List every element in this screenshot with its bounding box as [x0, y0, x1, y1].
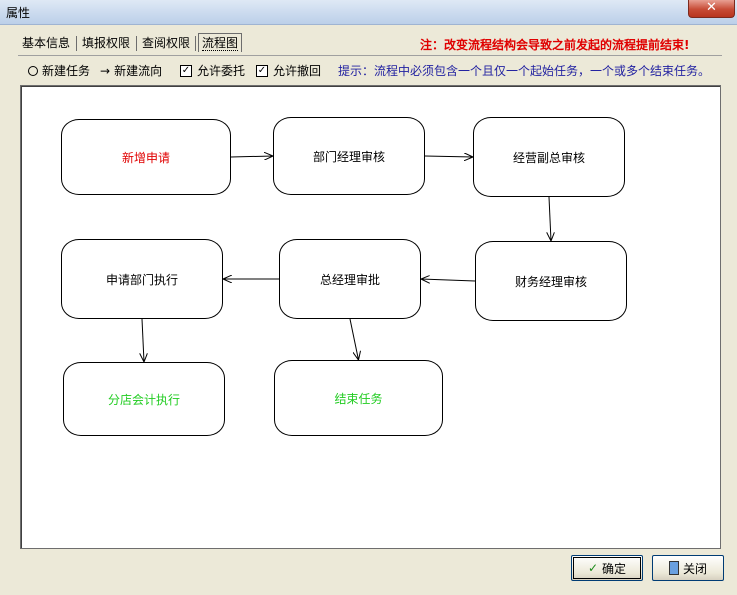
- warning-text: 注：改变流程结构会导致之前发起的流程提前结束!: [420, 38, 690, 52]
- new-task-tool[interactable]: 新建任务: [28, 62, 90, 80]
- flow-node-label: 总经理审批: [319, 272, 380, 287]
- close-icon: ✕: [706, 0, 717, 15]
- flow-node-end-task[interactable]: 结束任务: [274, 360, 443, 436]
- flow-node-label: 分店会计执行: [107, 392, 180, 407]
- window-title: 属性: [6, 6, 31, 20]
- panel-divider: [18, 55, 722, 56]
- flow-node-new-request[interactable]: 新增申请: [61, 119, 231, 195]
- flow-edge-n4-n5[interactable]: [421, 279, 476, 281]
- checkbox-checked-icon: ✓: [256, 64, 268, 77]
- allow-withdraw-label: 允许撤回: [273, 64, 322, 78]
- flow-node-label: 新增申请: [121, 150, 170, 165]
- checkbox-checked-icon: ✓: [180, 64, 192, 77]
- close-label: 关闭: [682, 561, 707, 576]
- title-bar: 属性 ✕: [0, 0, 737, 25]
- ok-button[interactable]: ✓确定: [571, 555, 643, 581]
- tab-fill-permission[interactable]: 填报权限: [82, 34, 130, 52]
- new-task-label: 新建任务: [42, 64, 91, 78]
- flow-node-label: 部门经理审核: [312, 149, 385, 164]
- flow-edge-n6-n7[interactable]: [142, 318, 144, 362]
- tab-label: 填报权限: [82, 36, 131, 50]
- flow-edge-n1-n2[interactable]: [230, 156, 273, 157]
- flow-edge-n5-n8[interactable]: [349, 318, 359, 360]
- allow-withdraw-checkbox[interactable]: ✓ 允许撤回: [256, 62, 321, 80]
- flow-node-store-accounting[interactable]: 分店会计执行: [63, 362, 225, 436]
- tab-divider: [136, 36, 137, 51]
- flow-edge-n2-n3[interactable]: [424, 156, 473, 157]
- flow-node-dept-manager-review[interactable]: 部门经理审核: [273, 117, 425, 195]
- flow-node-finance-manager-review[interactable]: 财务经理审核: [475, 241, 627, 321]
- exit-door-icon: [668, 561, 679, 575]
- tab-label: 流程图: [202, 36, 239, 51]
- close-window-button[interactable]: ✕: [688, 0, 735, 18]
- flow-node-label: 结束任务: [334, 391, 383, 406]
- flow-edge-n3-n4[interactable]: [549, 196, 551, 241]
- flowchart-canvas[interactable]: 新增申请 部门经理审核 经营副总审核 财务经理审核 总经理审批 申请部门执行 分…: [20, 85, 721, 549]
- radio-icon: [28, 65, 38, 76]
- allow-delegate-checkbox[interactable]: ✓ 允许委托: [180, 62, 245, 80]
- flow-edges-layer: [21, 86, 720, 548]
- flow-node-dept-execution[interactable]: 申请部门执行: [61, 239, 223, 319]
- new-flow-tool[interactable]: →新建流向: [100, 62, 162, 80]
- checkmark-icon: ✓: [587, 561, 599, 575]
- ok-label: 确定: [602, 561, 627, 576]
- flow-node-label: 申请部门执行: [105, 272, 178, 287]
- new-flow-label: 新建流向: [114, 64, 163, 78]
- arrow-right-icon: →: [100, 64, 111, 78]
- flow-node-label: 财务经理审核: [514, 274, 587, 289]
- tab-divider: [195, 36, 196, 51]
- tab-view-permission[interactable]: 查阅权限: [142, 34, 190, 52]
- tab-label: 查阅权限: [142, 36, 191, 50]
- tab-label: 基本信息: [22, 36, 71, 50]
- close-button[interactable]: 关闭: [652, 555, 724, 581]
- allow-delegate-label: 允许委托: [197, 64, 246, 78]
- tab-basic-info[interactable]: 基本信息: [22, 34, 70, 52]
- flow-node-vp-review[interactable]: 经营副总审核: [473, 117, 625, 197]
- flow-node-label: 经营副总审核: [512, 150, 585, 165]
- tab-flowchart[interactable]: 流程图: [198, 33, 243, 52]
- hint-text: 提示：流程中必须包含一个且仅一个起始任务，一个或多个结束任务。: [338, 64, 711, 78]
- flow-node-gm-approval[interactable]: 总经理审批: [279, 239, 421, 319]
- tab-divider: [76, 36, 77, 51]
